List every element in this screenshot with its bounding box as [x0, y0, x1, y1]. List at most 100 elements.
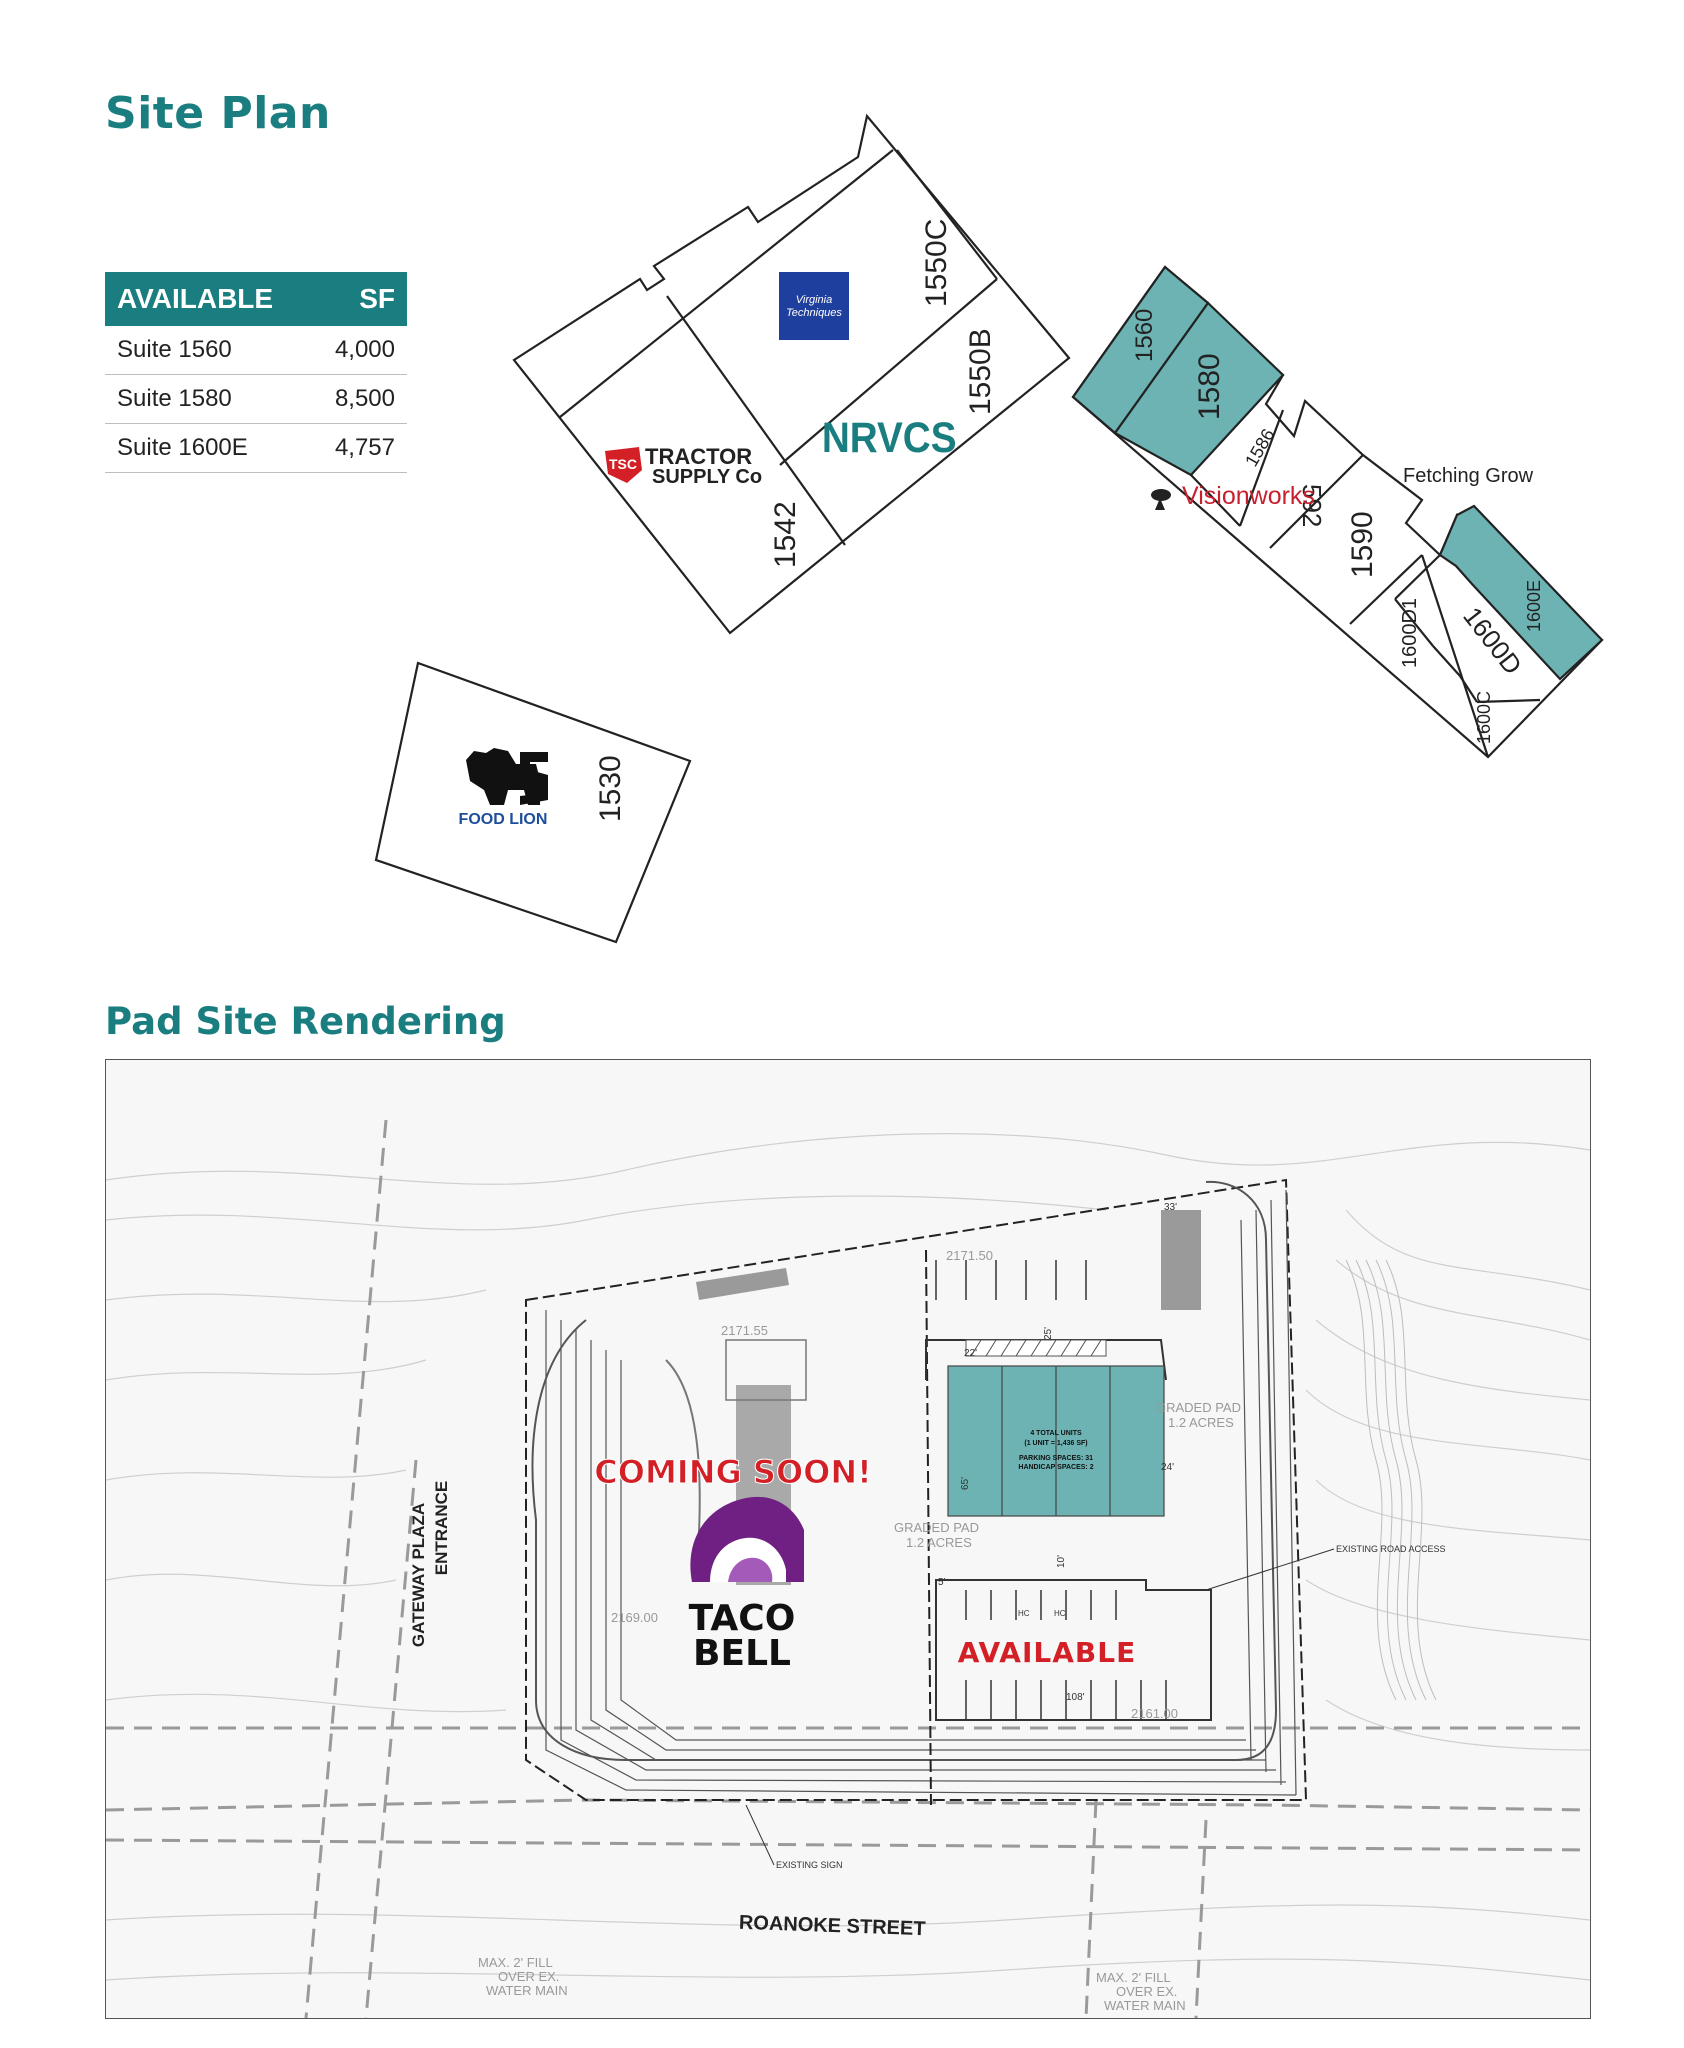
tsc-badge-text: TSC: [609, 456, 637, 472]
unit-label-1580: 1580: [1193, 353, 1226, 420]
max-fill-label: WATER MAIN: [486, 1983, 568, 1998]
max-fill-label: MAX. 2' FILL: [478, 1955, 553, 1970]
units-info-4: HANDICAP SPACES: 2: [1018, 1464, 1093, 1471]
dim-24: 24': [1161, 1462, 1174, 1473]
unit-divider: [1432, 645, 1461, 677]
available-building: [947, 1365, 1165, 1517]
table-row: Suite 1560 4,000: [105, 326, 407, 375]
unit-divider: [1476, 698, 1541, 704]
unit-divider: [1190, 474, 1241, 527]
unit-divider: [1394, 598, 1434, 647]
dim-108: 108': [1066, 1692, 1085, 1703]
available-label: AVAILABLE: [958, 1636, 1136, 1669]
available-header: AVAILABLE: [105, 272, 311, 326]
dim-22: 22': [964, 1348, 977, 1359]
unit-label-1550b: 1550B: [964, 328, 997, 415]
food-lion-logo: FOOD LION: [459, 748, 548, 828]
max-fill-label: WATER MAIN: [1104, 1998, 1186, 2013]
unit-divider: [896, 149, 998, 280]
virginia-logo-text-2: Techniques: [786, 307, 842, 319]
unit-divider: [1420, 554, 1490, 758]
virginia-logo-text-1: Virginia: [796, 294, 833, 306]
graded-pad-label: GRADED PAD: [894, 1520, 979, 1535]
roanoke-street-label: ROANOKE STREET: [739, 1912, 926, 1941]
suite-name: Suite 1600E: [105, 423, 311, 473]
sf-header: SF: [310, 272, 407, 326]
suite-1580-block: [1113, 301, 1285, 477]
pad-site-rendering: 4 TOTAL UNITS (1 UNIT = 1,436 SF) PARKIN…: [105, 1059, 1591, 2019]
grading-contours: [545, 1189, 1297, 1796]
utility-lines: [106, 1119, 1590, 2018]
dim-5: 5': [938, 1577, 946, 1588]
elevation-label: 2171.50: [946, 1248, 993, 1263]
unit-divider: [1349, 554, 1423, 625]
slope-lines: [1345, 1259, 1437, 1701]
unit-label-1592: 592: [1297, 484, 1327, 527]
contour-lines: [106, 1133, 1590, 1981]
availability-table: AVAILABLE SF Suite 1560 4,000 Suite 1580…: [105, 272, 407, 473]
coming-soon-label: COMING SOON!: [594, 1453, 871, 1491]
site-plan-title: Site Plan: [105, 88, 331, 139]
unit-label-1600d1: 1600D1: [1399, 598, 1421, 668]
unit-divider: [1238, 409, 1285, 527]
hc-1: HC: [1018, 1609, 1030, 1618]
hc-2: HC: [1054, 1609, 1066, 1618]
unit-divider: [1269, 454, 1364, 549]
virginia-techniques-logo: Virginia Techniques: [779, 272, 849, 340]
visionworks-text: Visionworks: [1182, 482, 1315, 510]
dim-25: 25': [1043, 1327, 1054, 1340]
unit-label-1530: 1530: [594, 755, 627, 822]
unit-label-1550c: 1550C: [920, 219, 953, 307]
existing-road-access-label: EXISTING ROAD ACCESS: [1336, 1544, 1446, 1554]
dumpster-pad: [1161, 1210, 1201, 1310]
dim-10: 10': [1056, 1555, 1067, 1568]
suite-sf: 8,500: [310, 374, 407, 424]
max-fill-label: OVER EX.: [498, 1969, 559, 1984]
unit-divider: [1394, 554, 1441, 600]
grey-pad: [696, 1268, 789, 1300]
pad-site-drawing: 4 TOTAL UNITS (1 UNIT = 1,436 SF) PARKIN…: [106, 1119, 1590, 2018]
tractor-supply-logo: TSC TRACTOR SUPPLY Co: [605, 444, 762, 488]
bell-text: BELL: [693, 1633, 791, 1674]
max-fill-label: MAX. 2' FILL: [1096, 1970, 1171, 1985]
taco-bell-logo: TACO BELL: [689, 1496, 804, 1674]
unit-divider: [666, 295, 846, 546]
suite-1600e-block: [1438, 504, 1604, 681]
suite-sf: 4,000: [310, 326, 407, 375]
parking-stripes: [935, 1260, 1167, 1720]
graded-pad-label: GRADED PAD: [1156, 1400, 1241, 1415]
table-header-row: AVAILABLE SF: [105, 272, 407, 326]
pad-site-title: Pad Site Rendering: [105, 1000, 506, 1043]
fetching-grow-label: Fetching Grow: [1403, 465, 1534, 487]
graded-pad-acres: 1.2 ACRES: [906, 1535, 972, 1550]
suite-name: Suite 1560: [105, 326, 311, 375]
visionworks-logo: Visionworks: [1151, 482, 1315, 510]
unit-divider: [1459, 675, 1478, 703]
suite-sf: 4,757: [310, 423, 407, 473]
taco-text: TACO: [689, 1598, 796, 1639]
tractor-text: TRACTOR: [645, 444, 752, 469]
site-plan-map: 1550C 1550B 1542 1530 1560 1580 1586 592…: [374, 113, 1604, 944]
units-info-3: PARKING SPACES: 31: [1019, 1455, 1093, 1462]
elevation-label: 2171.55: [721, 1323, 768, 1338]
unit-divider: [559, 149, 894, 418]
unit-label-1600e: 1600E: [1524, 580, 1544, 632]
supply-text: SUPPLY Co: [652, 466, 762, 488]
dim-65: 65': [960, 1477, 971, 1490]
existing-sign-label: EXISTING SIGN: [776, 1860, 843, 1870]
unit-label-1600c: 1600C: [1474, 691, 1494, 744]
max-fill-label: OVER EX.: [1116, 1984, 1177, 1999]
units-info-1: 4 TOTAL UNITS: [1030, 1430, 1082, 1437]
elevation-label: 2169.00: [611, 1610, 658, 1625]
graded-pad-acres: 1.2 ACRES: [1168, 1415, 1234, 1430]
table-row: Suite 1580 8,500: [105, 374, 407, 424]
unit-divider: [779, 278, 998, 466]
elevation-label: 2161.00: [1131, 1706, 1178, 1721]
drive-aisle: [531, 1180, 1278, 1761]
units-info-2: (1 UNIT = 1,436 SF): [1024, 1440, 1087, 1447]
food-lion-text: FOOD LION: [459, 811, 548, 828]
unit-label-1590: 1590: [1346, 511, 1379, 578]
gateway-entrance-label-2: ENTRANCE: [432, 1481, 451, 1575]
gateway-entrance-label-1: GATEWAY PLAZA: [409, 1503, 428, 1647]
unit-label-1542: 1542: [769, 501, 802, 568]
